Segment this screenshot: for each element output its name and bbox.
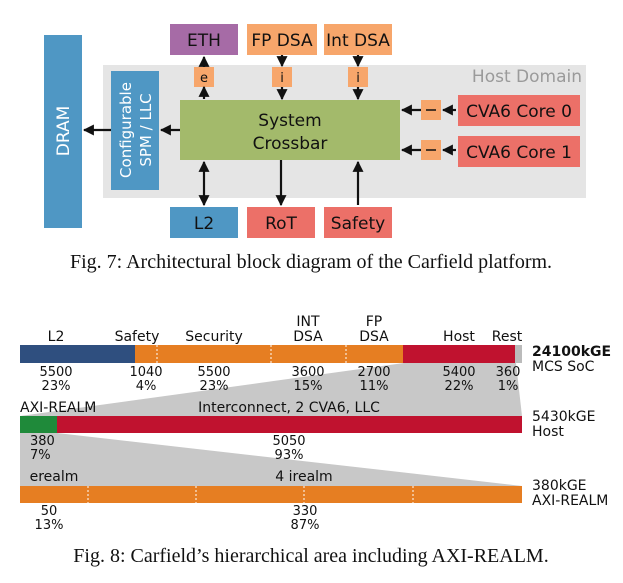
- soc-value-l2-kge: 5500: [39, 365, 72, 380]
- l2-label: L2: [194, 214, 214, 234]
- soc-segment-security: [157, 345, 271, 363]
- cva6-core0-block: [458, 95, 580, 126]
- soc-value-l2-pct: 23%: [42, 379, 71, 394]
- spm-llc-block: [111, 71, 159, 190]
- host-total-label: Host: [532, 424, 564, 440]
- cva6-core1-label: CVA6 Core 1: [466, 143, 572, 163]
- soc-value-int-kge: 3600: [291, 365, 324, 380]
- host-value-realm-pct: 7%: [30, 448, 51, 463]
- soc-header-l2: L2: [48, 329, 65, 345]
- int-port-label: i: [356, 71, 360, 86]
- realm-total-label: AXI-REALM: [532, 493, 608, 509]
- host-segment-interconnect: [57, 416, 522, 433]
- realm-total-kge: 380kGE: [532, 478, 587, 494]
- fp-port-box: [272, 67, 292, 87]
- fig7-caption: Fig. 7: Architectural block diagram of t…: [70, 251, 552, 273]
- realm-value-irealm-pct: 87%: [291, 518, 320, 533]
- soc-header-security: Security: [185, 329, 243, 345]
- funnel-soc-to-host: [20, 363, 522, 416]
- eth-label: ETH: [187, 31, 221, 51]
- soc-header-safety: Safety: [115, 329, 160, 345]
- soc-segment-int-dsa: [271, 345, 346, 363]
- system-crossbar-block: [180, 100, 400, 160]
- realm-label-irealm: 4 irealm: [275, 469, 332, 485]
- soc-segment-fp-dsa: [346, 345, 403, 363]
- host-value-main-pct: 93%: [275, 448, 304, 463]
- l2-block: [170, 207, 238, 238]
- dram-block: [44, 35, 82, 228]
- funnel-host-to-realm: [20, 433, 522, 486]
- soc-total-label: MCS SoC: [532, 359, 595, 375]
- spm-llc-label-line1: Configurable: [117, 82, 135, 178]
- connection-arrows: [82, 55, 456, 207]
- soc-value-host-kge: 5400: [442, 365, 475, 380]
- host-total-kge: 5430kGE: [532, 409, 595, 425]
- eth-port-box: [194, 67, 214, 87]
- soc-segment-l2: [20, 345, 135, 363]
- dram-label: DRAM: [54, 106, 74, 157]
- fp-port-label: i: [280, 71, 284, 86]
- host-segment-axi-realm: [20, 416, 57, 433]
- soc-header-int-line2: DSA: [293, 329, 323, 345]
- host-domain-label: Host Domain: [472, 67, 582, 87]
- safety-block: [324, 207, 392, 238]
- host-value-main-kge: 5050: [272, 434, 305, 449]
- crossbar-label-line1: System: [258, 111, 321, 131]
- rot-label: RoT: [265, 214, 297, 234]
- soc-value-rest-pct: 1%: [498, 379, 519, 394]
- realm-value-erealm-kge: 50: [41, 504, 58, 519]
- soc-segment-rest: [515, 345, 522, 363]
- realm-value-irealm-kge: 330: [293, 504, 318, 519]
- crossbar-label-line2: Crossbar: [253, 134, 328, 154]
- realm-bar: [20, 486, 522, 503]
- fig7-block-diagram: Host Domain DRAM Configurable SPM / LLC …: [44, 24, 586, 273]
- soc-header-fp-line1: FP: [366, 314, 383, 330]
- soc-bar: [20, 345, 522, 363]
- soc-value-fp-kge: 2700: [357, 365, 390, 380]
- cva6-core0-label: CVA6 Core 0: [466, 102, 572, 122]
- soc-header-rest: Rest: [492, 329, 523, 345]
- cva6-core1-block: [458, 136, 580, 167]
- realm-label-erealm: erealm: [30, 469, 79, 485]
- fig8-area-breakdown: L2 Safety Security INT DSA FP DSA Host R…: [20, 314, 611, 567]
- fig8-caption: Fig. 8: Carfield’s hierarchical area inc…: [73, 545, 548, 567]
- soc-segment-safety: [135, 345, 157, 363]
- soc-value-safety-pct: 4%: [136, 379, 157, 394]
- soc-value-host-pct: 22%: [445, 379, 474, 394]
- int-dsa-block: [324, 24, 392, 55]
- soc-value-security-pct: 23%: [200, 379, 229, 394]
- soc-header-fp-line2: DSA: [359, 329, 389, 345]
- fp-dsa-label: FP DSA: [251, 31, 313, 51]
- soc-segment-host: [403, 345, 515, 363]
- realm-value-erealm-pct: 13%: [35, 518, 64, 533]
- int-dsa-label: Int DSA: [326, 31, 390, 51]
- soc-header-int-line1: INT: [296, 314, 320, 330]
- fp-dsa-block: [247, 24, 317, 55]
- soc-value-rest-kge: 360: [496, 365, 521, 380]
- host-value-realm-kge: 380: [30, 434, 55, 449]
- eth-block: [170, 24, 238, 55]
- soc-value-security-kge: 5500: [197, 365, 230, 380]
- safety-label: Safety: [331, 214, 385, 234]
- int-port-box: [348, 67, 368, 87]
- rot-block: [247, 207, 315, 238]
- soc-value-safety-kge: 1040: [129, 365, 162, 380]
- host-label-interconnect: Interconnect, 2 CVA6, LLC: [198, 400, 380, 416]
- eth-port-label: e: [200, 71, 208, 86]
- soc-value-int-pct: 15%: [294, 379, 323, 394]
- spm-llc-label-line2: SPM / LLC: [137, 93, 155, 166]
- soc-value-fp-pct: 11%: [360, 379, 389, 394]
- host-label-axi-realm: AXI-REALM: [20, 400, 96, 416]
- soc-header-host: Host: [443, 329, 475, 345]
- soc-total-kge: 24100kGE: [532, 344, 611, 360]
